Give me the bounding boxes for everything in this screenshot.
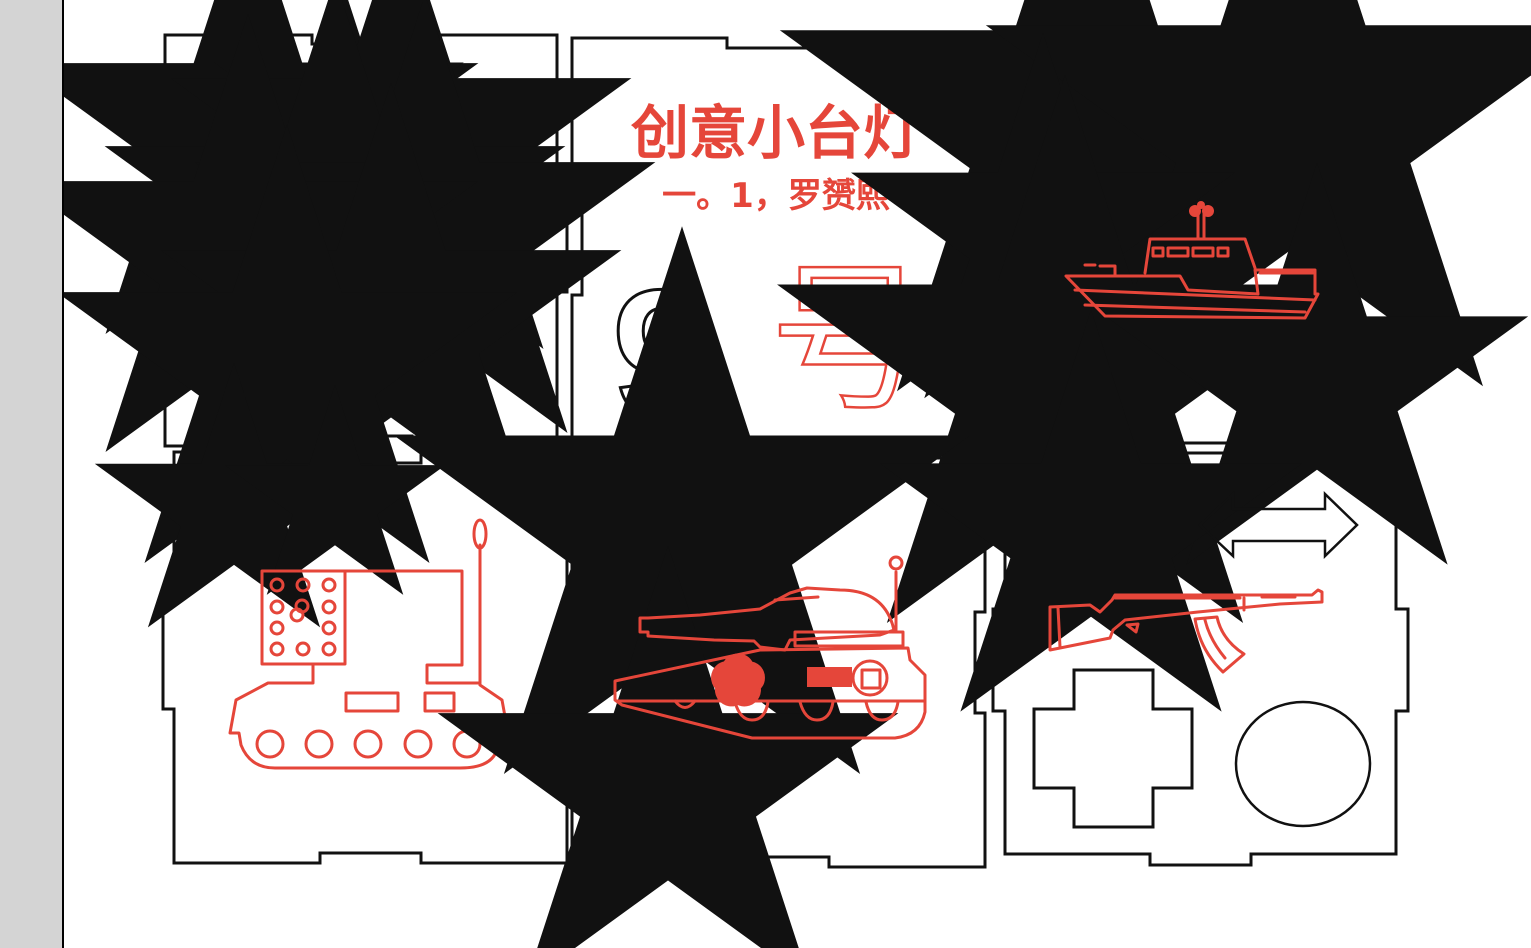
ship-icon (1064, 201, 1320, 320)
star-icon (1275, 341, 1359, 421)
circle-cutout (1234, 700, 1372, 828)
design-canvas[interactable]: 创意小台灯 一。1，罗赟熙 9 号 (64, 0, 1531, 948)
star-icon (622, 740, 713, 827)
rifle-icon (1048, 588, 1324, 674)
star-icon (241, 319, 332, 406)
panel-number-suffix: 号 (770, 246, 930, 433)
panel-title: 创意小台灯 (631, 99, 921, 167)
panel-subtitle: 一。1，罗赟熙 (662, 176, 890, 216)
panel-outline[interactable] (991, 451, 1410, 867)
star-icon (206, 480, 261, 532)
panel-1-stars[interactable] (153, 35, 569, 446)
rocket-launcher-icon (228, 518, 510, 770)
star-icon (1232, 61, 1354, 177)
panel-outline[interactable] (570, 456, 987, 869)
panel-5-tank[interactable] (570, 456, 987, 869)
star-icon (1049, 488, 1133, 568)
panel-6-rifle[interactable] (991, 451, 1410, 867)
star-icon (313, 478, 357, 520)
star-icon (625, 469, 739, 578)
double-arrow-icon (1198, 491, 1359, 559)
panel-3-ship[interactable] (985, 33, 1398, 443)
cross-cutout (1032, 668, 1194, 829)
left-tool-panel (0, 0, 64, 948)
tank-icon (613, 555, 927, 740)
